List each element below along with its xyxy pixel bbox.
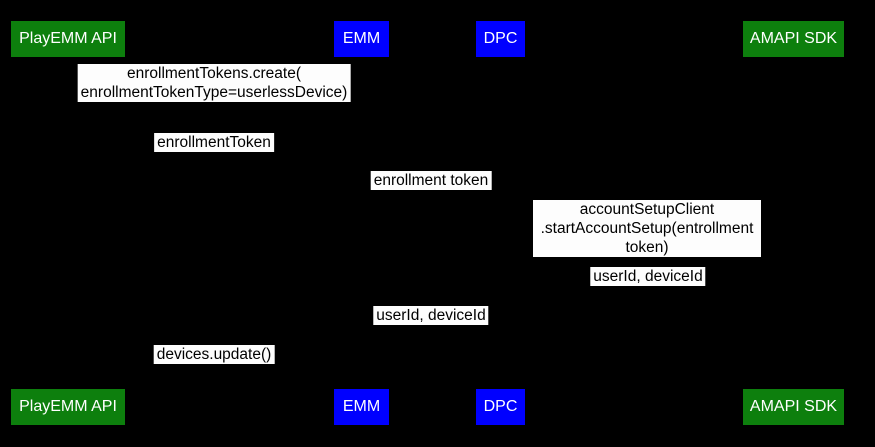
actor-emm-bottom: EMM (334, 389, 389, 425)
message-devices-update: devices.update() (153, 345, 275, 364)
message-userid-deviceid-from-sdk: userId, deviceId (590, 267, 706, 286)
message-start-account-setup: accountSetupClient .startAccountSetup(en… (533, 200, 761, 257)
actor-dpc-top: DPC (476, 21, 525, 57)
message-enrollment-token-return: enrollmentToken (154, 133, 274, 152)
actor-emm-top: EMM (334, 21, 389, 57)
actor-amapi-sdk-bottom: AMAPI SDK (743, 389, 844, 425)
message-enrollment-tokens-create: enrollmentTokens.create( enrollmentToken… (77, 64, 351, 102)
actor-playemm-api-top: PlayEMM API (11, 21, 125, 57)
message-enrollment-token-to-dpc: enrollment token (370, 171, 492, 190)
actor-amapi-sdk-top: AMAPI SDK (743, 21, 844, 57)
actor-playemm-api-bottom: PlayEMM API (11, 389, 125, 425)
actor-dpc-bottom: DPC (476, 389, 525, 425)
message-userid-deviceid-to-emm: userId, deviceId (373, 306, 489, 325)
